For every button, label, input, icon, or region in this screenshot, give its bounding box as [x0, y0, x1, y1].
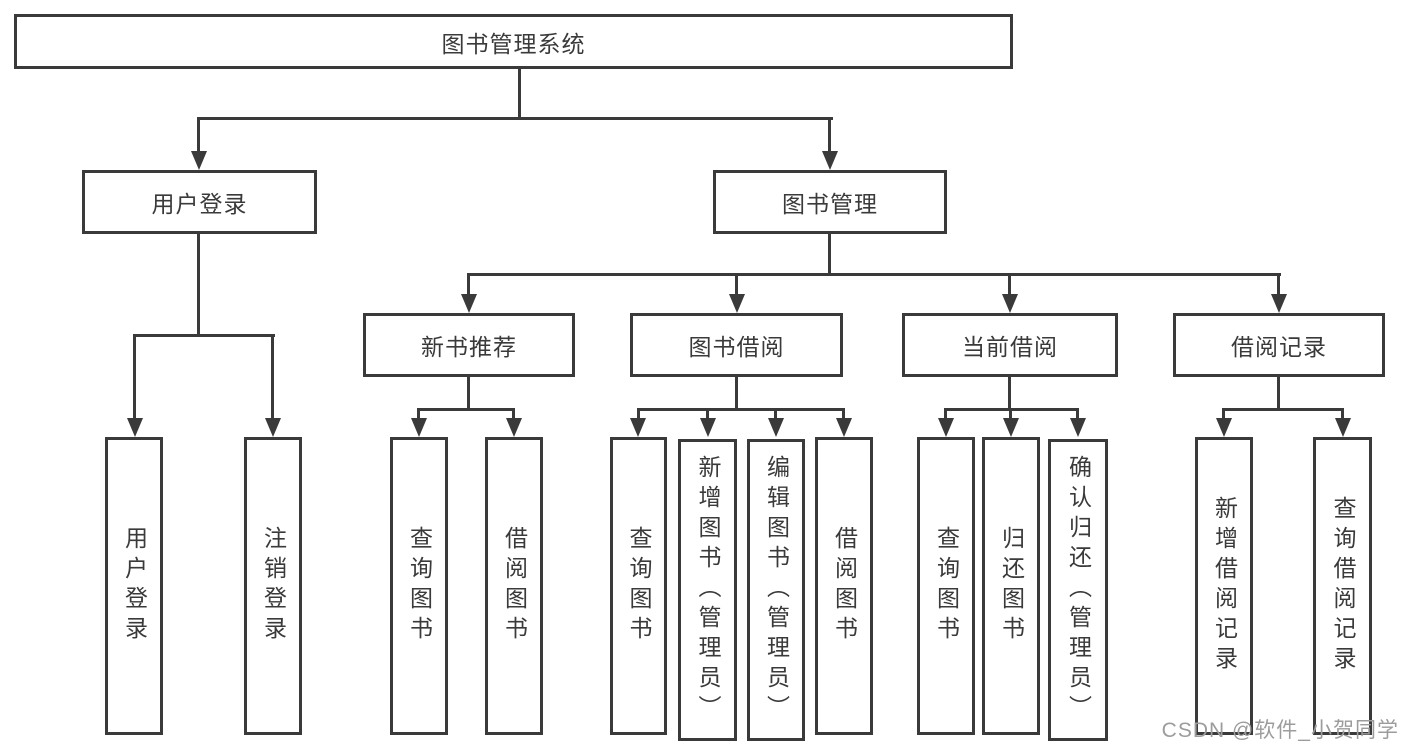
node-user-login: 用户登录 — [82, 170, 317, 234]
leaf-label: 查询图书 — [933, 526, 960, 646]
arrowhead-icon — [630, 418, 646, 437]
connector-line — [467, 377, 470, 408]
connector-line — [467, 273, 470, 296]
node-label: 借阅记录 — [1231, 334, 1327, 360]
leaf-label: 借阅图书 — [501, 526, 528, 646]
connector-line — [1076, 408, 1079, 419]
arrowhead-icon — [1271, 294, 1287, 313]
connector-line — [944, 408, 947, 419]
connector-line — [735, 377, 738, 408]
leaf-logout: 注销登录 — [244, 437, 302, 735]
connector-line — [1222, 408, 1225, 419]
connector-line — [1277, 377, 1280, 408]
connector-line — [1341, 408, 1344, 419]
arrowhead-icon — [768, 418, 784, 437]
arrowhead-icon — [729, 294, 745, 313]
leaf-label: 新增借阅记录 — [1211, 496, 1238, 676]
leaf-label: 查询借阅记录 — [1330, 496, 1356, 676]
leaf-edit-books-admin: 编辑图书（管理员） — [747, 439, 805, 741]
leaf-return-books: 归还图书 — [982, 437, 1040, 735]
leaf-query-borrow-record: 查询借阅记录 — [1313, 437, 1372, 735]
connector-line — [1008, 273, 1011, 296]
connector-line — [417, 408, 515, 411]
arrowhead-icon — [836, 418, 852, 437]
connector-line — [774, 408, 777, 419]
connector-line — [1009, 408, 1012, 419]
leaf-label: 借阅图书 — [831, 526, 858, 646]
node-book-borrowing: 图书借阅 — [630, 313, 843, 377]
node-label: 新书推荐 — [421, 334, 517, 360]
node-book-management: 图书管理 — [713, 170, 947, 234]
leaf-confirm-return-admin: 确认归还（管理员） — [1048, 439, 1108, 741]
leaf-query-books-recommend: 查询图书 — [390, 437, 448, 735]
node-label: 图书管理系统 — [441, 30, 586, 57]
connector-line — [1222, 408, 1343, 411]
node-label: 图书借阅 — [688, 334, 785, 360]
connector-line — [133, 334, 136, 419]
arrowhead-icon — [1003, 418, 1019, 437]
connector-line — [197, 117, 200, 153]
arrowhead-icon — [938, 418, 954, 437]
connector-line — [197, 234, 200, 334]
arrowhead-icon — [265, 418, 281, 437]
connector-line — [1008, 377, 1011, 408]
leaf-add-borrow-record: 新增借阅记录 — [1195, 437, 1253, 735]
leaf-borrow-books-borrowing: 借阅图书 — [815, 437, 873, 735]
arrowhead-icon — [1335, 418, 1351, 437]
connector-line — [467, 273, 1281, 276]
connector-line — [735, 273, 738, 296]
connector-line — [828, 234, 831, 273]
leaf-label: 归还图书 — [998, 526, 1025, 646]
connector-line — [271, 334, 274, 419]
leaf-add-books-admin: 新增图书（管理员） — [678, 439, 737, 741]
connector-line — [133, 334, 275, 337]
node-label: 图书管理 — [782, 191, 878, 217]
leaf-label: 注销登录 — [260, 526, 287, 646]
arrowhead-icon — [461, 294, 477, 313]
arrowhead-icon — [1070, 418, 1086, 437]
leaf-label: 新增图书（管理员） — [695, 455, 721, 725]
connector-line — [828, 117, 831, 153]
arrowhead-icon — [506, 418, 522, 437]
connector-line — [637, 408, 640, 419]
node-library-system: 图书管理系统 — [14, 14, 1013, 69]
connector-line — [518, 67, 521, 118]
leaf-label: 查询图书 — [406, 526, 433, 646]
leaf-label: 用户登录 — [121, 526, 148, 646]
connector-line — [512, 408, 515, 419]
connector-line — [197, 117, 833, 120]
connector-line — [417, 408, 420, 419]
arrowhead-icon — [1002, 294, 1018, 313]
arrowhead-icon — [191, 151, 207, 170]
arrowhead-icon — [1216, 418, 1232, 437]
connector-line — [842, 408, 845, 419]
arrowhead-icon — [822, 151, 838, 170]
node-label: 当前借阅 — [962, 334, 1058, 360]
leaf-label: 查询图书 — [626, 526, 652, 646]
connector-line — [706, 408, 709, 419]
leaf-query-books-current: 查询图书 — [917, 437, 975, 735]
arrowhead-icon — [411, 418, 427, 437]
connector-line — [1277, 273, 1280, 296]
arrowhead-icon — [700, 418, 716, 437]
node-label: 用户登录 — [151, 191, 248, 217]
node-new-book-recommend: 新书推荐 — [363, 313, 575, 377]
leaf-borrow-books-recommend: 借阅图书 — [485, 437, 543, 735]
leaf-label: 确认归还（管理员） — [1065, 455, 1092, 725]
node-borrowing-records: 借阅记录 — [1173, 313, 1385, 377]
connector-line — [637, 408, 845, 411]
leaf-user-login: 用户登录 — [105, 437, 163, 735]
watermark: CSDN @软件_小贺同学 — [1161, 719, 1399, 742]
arrowhead-icon — [127, 418, 143, 437]
node-current-borrowing: 当前借阅 — [902, 313, 1118, 377]
leaf-query-books-borrowing: 查询图书 — [610, 437, 667, 735]
leaf-label: 编辑图书（管理员） — [763, 455, 790, 725]
